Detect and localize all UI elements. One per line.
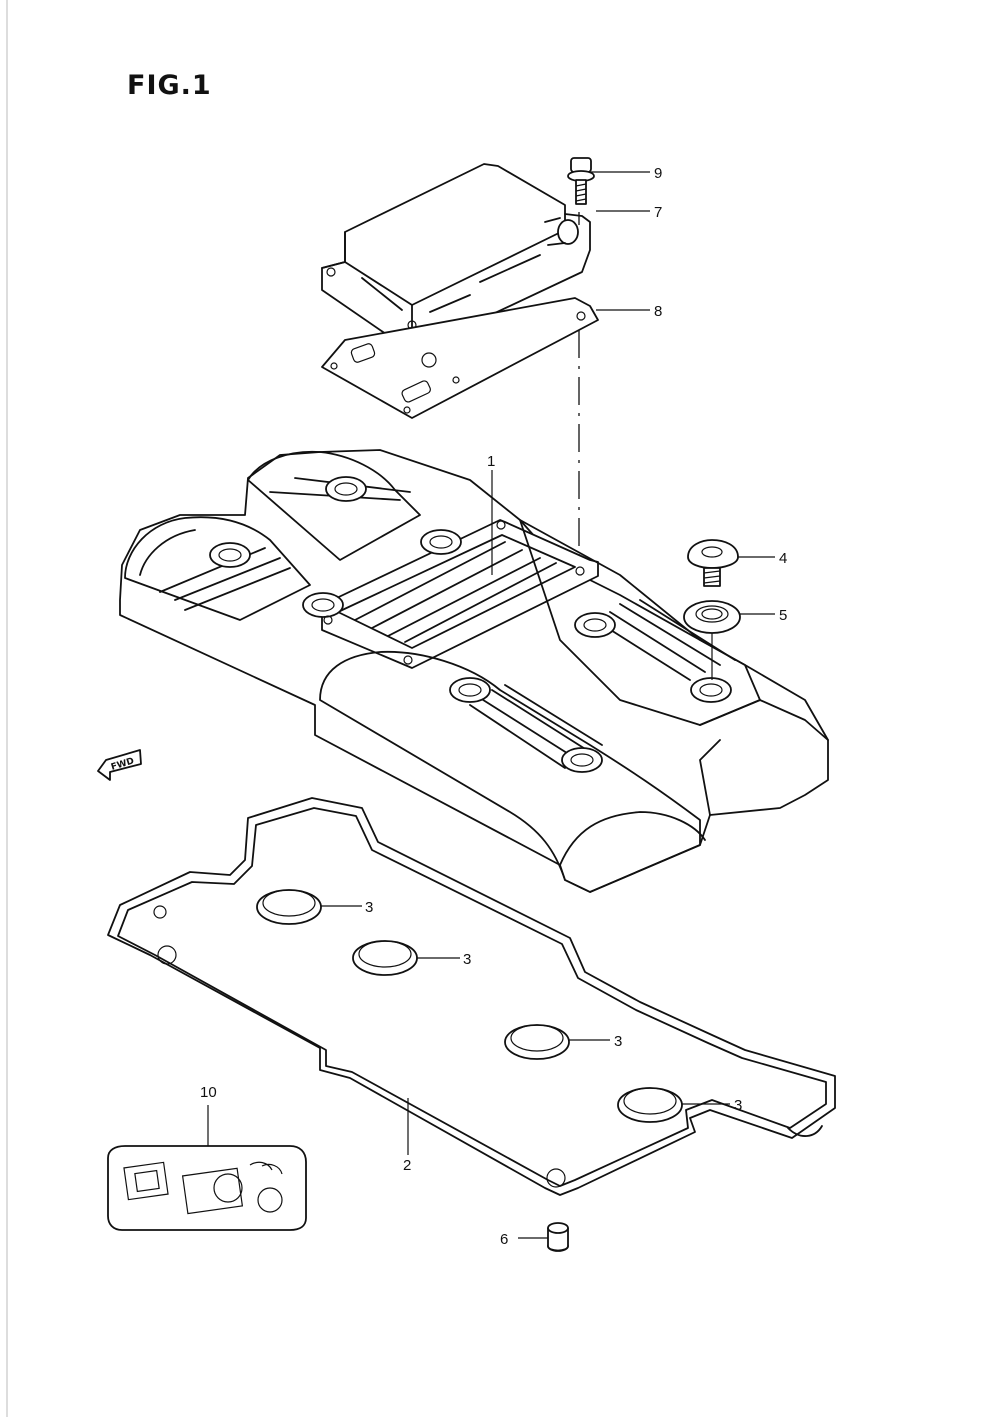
plug-hole-gasket bbox=[352, 940, 460, 976]
breather-gasket bbox=[321, 297, 599, 419]
callout-7: 7 bbox=[654, 204, 662, 221]
callout-9: 9 bbox=[654, 165, 662, 182]
forward-direction-arrow: FWD bbox=[97, 749, 142, 781]
plug-hole-gasket bbox=[256, 889, 362, 925]
callout-3-third: 3 bbox=[614, 1033, 622, 1050]
figure-title: FIG.1 bbox=[127, 70, 212, 101]
callout-4: 4 bbox=[779, 550, 787, 567]
callout-2: 2 bbox=[403, 1157, 411, 1174]
cap-bolt-seal bbox=[683, 600, 775, 680]
head-cover-gasket bbox=[107, 797, 836, 1196]
callout-6: 6 bbox=[500, 1231, 508, 1248]
callout-3-first: 3 bbox=[365, 899, 373, 916]
callout-8: 8 bbox=[654, 303, 662, 320]
callout-10: 10 bbox=[200, 1084, 217, 1101]
callout-3-second: 3 bbox=[463, 951, 471, 968]
bolt bbox=[567, 157, 650, 205]
breather-cover bbox=[321, 163, 591, 353]
cap-bolt bbox=[687, 539, 775, 587]
gasket-set bbox=[107, 1105, 307, 1231]
callout-1: 1 bbox=[487, 453, 495, 470]
callout-5: 5 bbox=[779, 607, 787, 624]
dowel-pin bbox=[518, 1222, 569, 1252]
plug-hole-gasket bbox=[504, 1024, 610, 1060]
callout-3-fourth: 3 bbox=[734, 1097, 742, 1114]
plug-hole-gasket bbox=[617, 1087, 730, 1123]
cylinder-head-cover bbox=[119, 449, 829, 893]
